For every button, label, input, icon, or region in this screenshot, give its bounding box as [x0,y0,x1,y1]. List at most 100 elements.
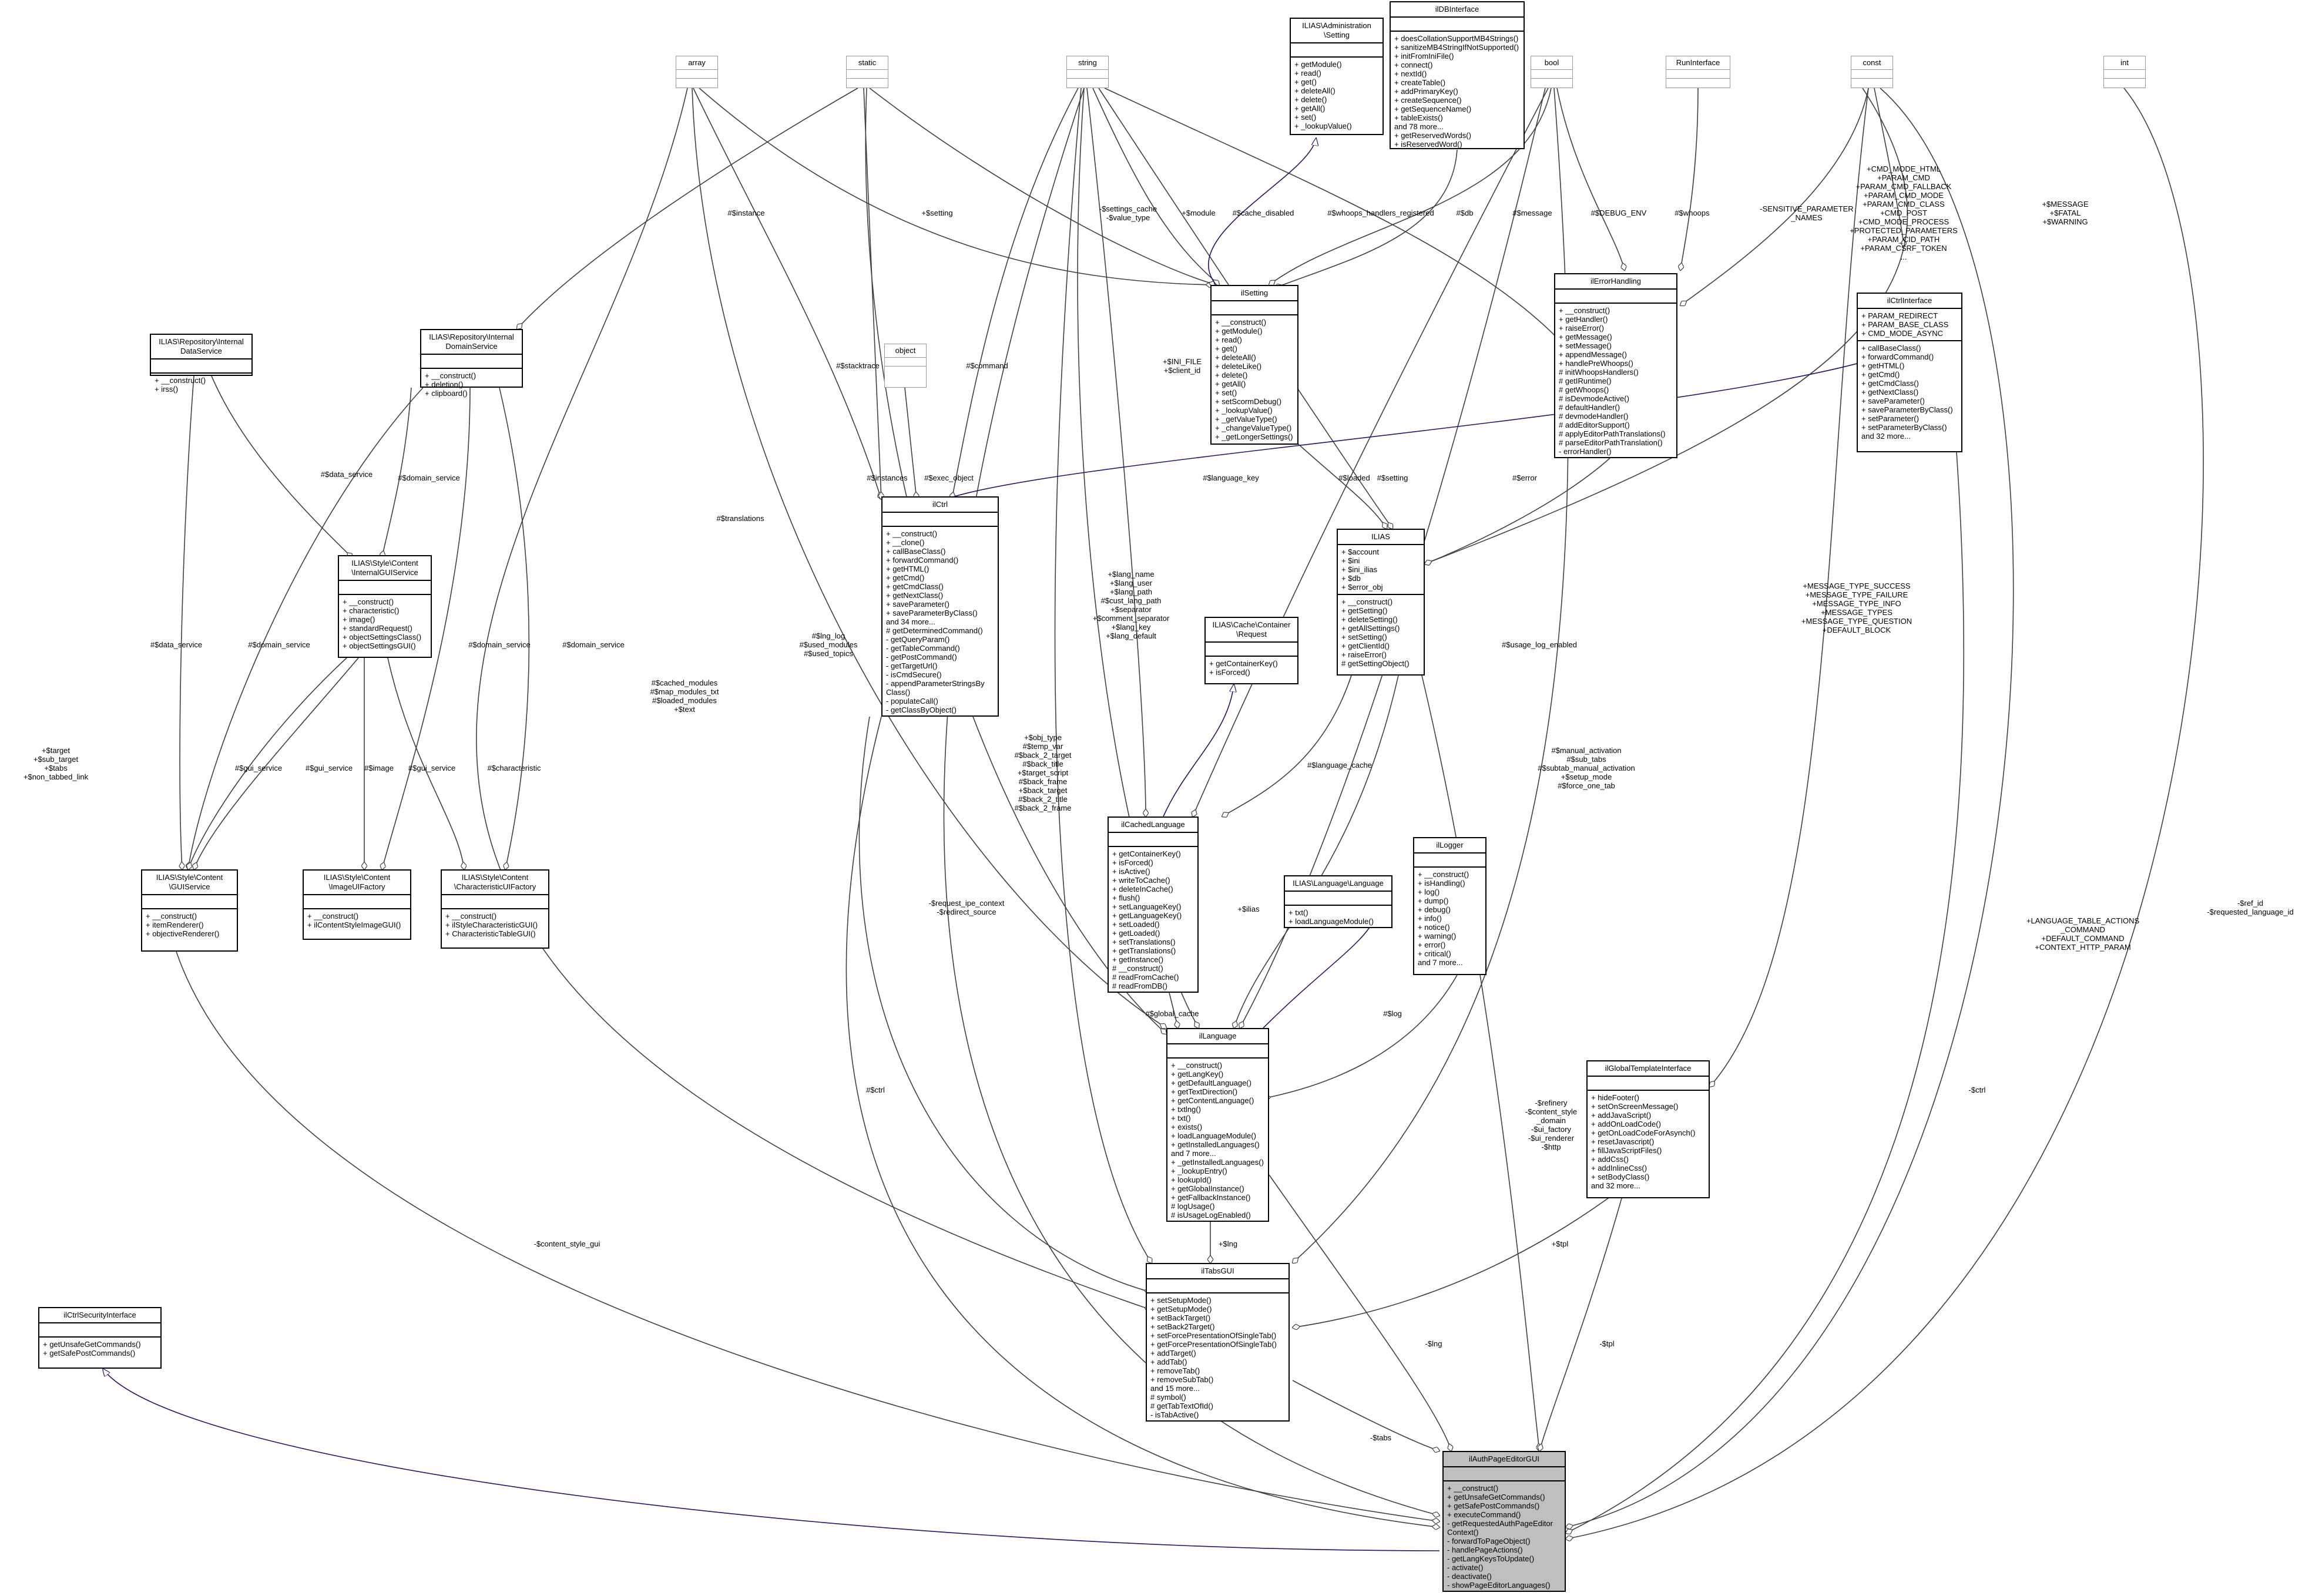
edge-label-domain-service-a: #$domain_service [398,473,460,482]
edge-const-ctrlinterface [1874,88,1904,247]
class-box-global-template-interface: ilGlobalTemplateInterface + hideFooter()… [1586,1060,1710,1198]
edge-const-ilias [1425,88,1908,564]
edge-label-image: #$image [364,764,394,772]
edge-label-ctrl-1: -$ctrl [1968,1086,1986,1094]
edge-label-domain-service-d: #$domain_service [562,640,625,649]
edge-label-cache-disabled: #$cache_disabled [1232,209,1294,217]
edge-repo-domain-imagefactory [382,387,471,869]
edge-const-globaltemplate [1710,88,1869,1087]
edge-label-module: +$module [1182,209,1216,217]
edge-repo-domain-charfactory [499,387,530,869]
edge-label-debug-env: #$DEBUG_ENV [1590,209,1647,217]
edge-label-instance: #$instance [727,209,765,217]
class-box-cache-request: ILIAS\Cache\Container \Request + getCont… [1204,617,1298,684]
edge-label-domain-service-b: #$domain_service [248,640,310,649]
edge-errorhandling-ilias [1425,458,1610,564]
type-box-int: int [2103,56,2146,88]
edge-label-log: #$log [1383,1009,1402,1018]
edge-label-settings-cache: -$settings_cache -$value_type [1099,204,1157,222]
edge-tabsgui-authpage [1292,1380,1439,1451]
edge-label-msg-types: +MESSAGE_TYPE_SUCCESS +MESSAGE_TYPE_FAIL… [1801,582,1912,634]
edge-ilias-authpage [1421,675,1539,1451]
edge-label-sensitive: -SENSITIVE_PARAMETER _NAMES [1760,204,1854,222]
edge-label-targets: +$target +$sub_target +$tabs +$non_tabbe… [23,746,89,781]
class-box-cached-language: ilCachedLanguage + getContainerKey() + i… [1108,817,1199,993]
edge-internalgui-charfactory [387,657,464,869]
edge-label-lang-fields: +$lang_name +$lang_user +$lang_path #$cu… [1092,570,1170,640]
class-box-ilias: ILIAS + $account + $ini + $ini_ilias + $… [1337,529,1425,676]
class-box-ctrl-security-interface: ilCtrlSecurityInterface + getUnsafeGetCo… [38,1307,162,1369]
edge-label-stacktrace: #$stacktrace [836,361,880,370]
edge-bool-tabsgui [1293,88,1569,1263]
edge-label-lng-2: -$lng [1425,1339,1442,1348]
edge-guiservice-authpage [176,951,1439,1521]
edge-label-request-ipe: -$request_ipe_context -$redirect_source [928,899,1005,916]
class-box-illanguage: ilLanguage + __construct() + getLangKey(… [1166,1028,1269,1222]
class-box-ctrlinterface: ilCtrlInterface + PARAM_REDIRECT + PARAM… [1857,293,1962,452]
type-box-array: array [676,56,718,88]
edge-db-ilsetting [1275,149,1458,288]
inherit-cachedlang-request [1163,684,1234,817]
edge-label-gui-service-1: #$gui_service [234,764,283,772]
edge-label-global-cache: #$global_cache [1145,1009,1199,1018]
class-box-illogger: ilLogger + __construct() + isHandling() … [1413,837,1486,975]
class-box-gui-service: ILIAS\Style\Content \GUIService + __cons… [141,869,238,952]
edge-label-setting: +$setting [921,209,953,217]
edge-label-tab-flags: #$manual_activation #$sub_tabs #$subtab_… [1538,746,1635,790]
edge-label-exec-object: #$exec_object [924,473,974,482]
edge-globaltemplate-authpage [1539,1198,1622,1451]
edge-ilctrl-authpage [845,716,1439,1527]
edge-bool-errorhandling [1556,88,1625,270]
edge-label-db: #$db [1456,209,1474,217]
edge-bool-cachedlang [1193,88,1549,817]
edge-label-whoops-registered: #$whoops_handlers_registered [1327,209,1434,217]
edge-const-authpage [1566,88,2014,1527]
edge-run-errorhandling [1680,88,1699,270]
edge-label-usage-log: #$usage_log_enabled [1502,640,1577,649]
edge-label-data-service-2: #$data_service [150,640,203,649]
class-box-characteristic-ui-factory: ILIAS\Style\Content \CharacteristicUIFac… [441,869,549,949]
inherit-illanguage-langiface [1263,916,1375,1029]
edge-static-ilctrl [863,88,881,499]
class-box-setting-interface: ILIAS\Administration \Setting + getModul… [1290,18,1384,135]
class-box-dbinterface: ilDBInterface + doesCollationSupportMB4S… [1390,1,1525,149]
edge-array-illanguage [692,88,1166,1028]
class-box-auth-page-editor-gui: ilAuthPageEditorGUI + __construct() + ge… [1442,1451,1566,1592]
edge-label-message: #$message [1512,209,1552,217]
class-box-iltabsgui: ilTabsGUI + setSetupMode() + getSetupMod… [1146,1263,1290,1422]
edge-string-cachedlang [1086,88,1146,817]
class-box-repository-data-service: ILIAS\Repository\Internal DataService + … [150,334,253,394]
edge-const-errorhandling [1680,88,1869,305]
edge-label-refinery: -$refinery -$content_style _domain -$ui_… [1525,1098,1578,1151]
edge-repo-domain-internalgui [382,387,412,558]
edge-label-tabs: -$tabs [1370,1433,1392,1442]
edge-repo-data-internalgui [211,375,353,558]
edge-repo-data-guiservice [180,375,194,869]
inherit-ilctrl-ctrlinterface [945,347,1910,500]
type-box-string: string [1066,56,1109,88]
class-box-ilctrl: ilCtrl + __construct() + __clone() + cal… [881,496,999,717]
edge-internalgui-guiservice-b [188,657,347,869]
edge-bool-ilsetting [1269,88,1552,285]
edge-illanguage-authpage [1269,1174,1451,1451]
edge-static-repo-domain [517,88,858,329]
edge-label-ilias: +$ilias [1237,905,1260,913]
edge-label-cached-modules: #$cached_modules #$map_modules_txt #$loa… [650,678,719,714]
edge-label-obj-type: +$obj_type #$temp_var #$back_2_target #$… [1014,733,1072,812]
edge-ilias-illanguage [1234,675,1399,1028]
edge-array-tabsgui [476,88,1152,1310]
edge-label-whoops: #$whoops [1675,209,1710,217]
inherit-authpage-ctrlsecurity [103,1369,1440,1551]
type-box-bool: bool [1531,56,1573,88]
edge-label-setting-2: #$setting [1377,473,1408,482]
edge-label-ctrl-2: #$ctrl [866,1086,885,1094]
edge-cachedlang-illanguage [1169,992,1178,1028]
class-box-image-ui-factory: ILIAS\Style\Content \ImageUIFactory + __… [303,869,411,940]
edge-label-characteristic: #$characteristic [487,764,541,772]
edge-label-tpl-1: +$tpl [1551,1239,1569,1248]
type-box-const: const [1851,56,1893,88]
edge-label-lng-1: +$lng [1218,1239,1238,1248]
edge-label-gui-service-3: #$gui_service [408,764,456,772]
edge-globaltemplate-tabsgui [1293,1174,1640,1328]
edge-label-instances: #$instances [867,473,908,482]
